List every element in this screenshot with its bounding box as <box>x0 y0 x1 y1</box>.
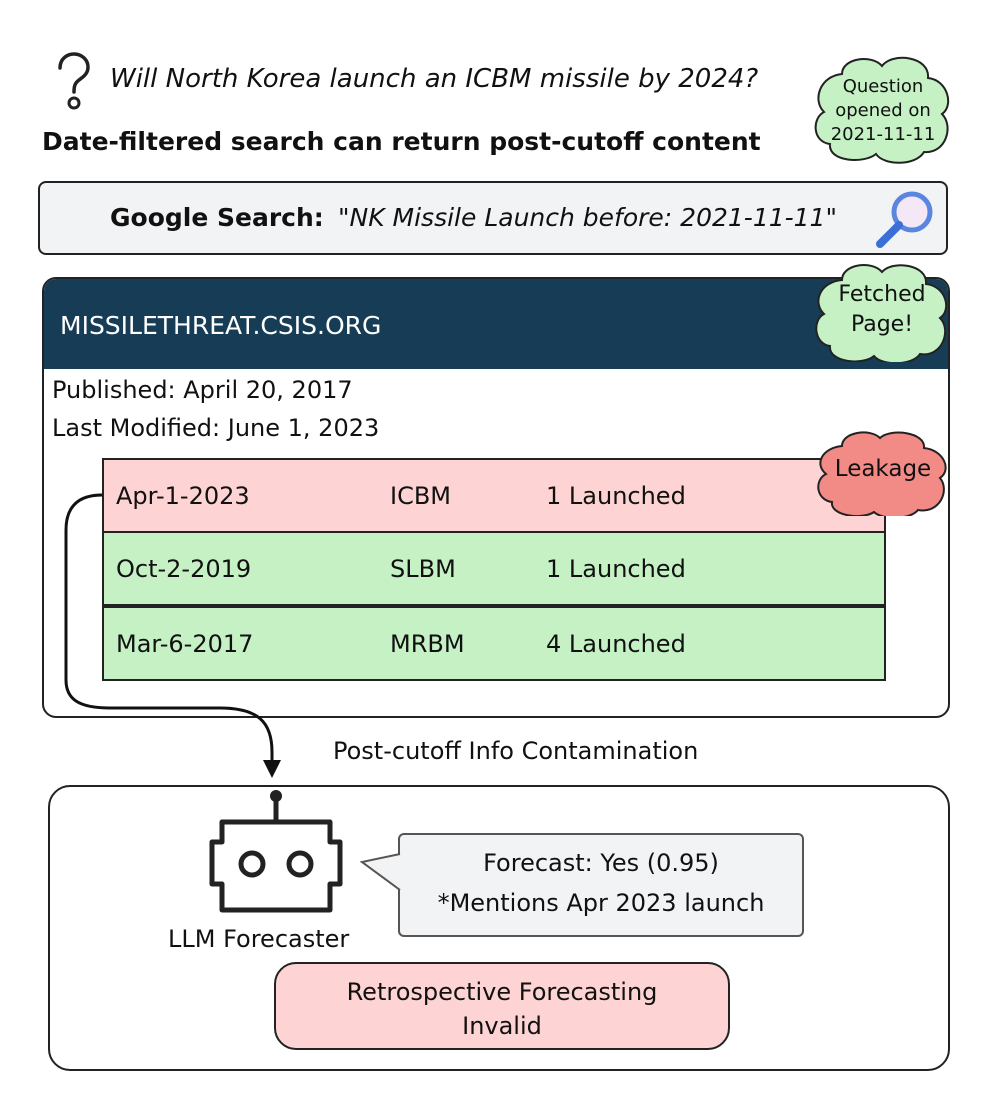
search-box[interactable] <box>38 181 948 255</box>
subtitle: Date-filtered search can return post-cut… <box>42 127 761 156</box>
leakage-badge: Leakage <box>816 430 950 516</box>
table-row: Mar-6-2017 MRBM 4 Launched <box>102 606 886 681</box>
forecast-bubble: Forecast: Yes (0.95) *Mentions Apr 2023 … <box>398 833 804 937</box>
verdict-box: Retrospective Forecasting Invalid <box>274 962 730 1050</box>
last-modified-date: Last Modified: June 1, 2023 <box>52 414 380 442</box>
row-count: 4 Launched <box>546 630 686 658</box>
verdict-line-2: Invalid <box>462 1012 542 1040</box>
contamination-label: Post-cutoff Info Contamination <box>333 737 699 765</box>
fetched-page-badge: Fetched Page! <box>814 262 950 362</box>
question-opened-line-2: opened on <box>835 100 931 121</box>
row-count: 1 Launched <box>546 482 686 510</box>
leakage-label: Leakage <box>834 456 932 482</box>
site-name: MISSILETHREAT.CSIS.ORG <box>60 311 382 340</box>
question-opened-line-3: 2021-11-11 <box>830 124 936 145</box>
row-type: SLBM <box>390 555 456 583</box>
fetched-line-2: Page! <box>850 312 914 337</box>
published-date: Published: April 20, 2017 <box>52 376 353 404</box>
question-mark-icon <box>58 52 90 110</box>
question-text: Will North Korea launch an ICBM missile … <box>110 64 759 94</box>
row-date: Mar-6-2017 <box>116 630 254 658</box>
search-query: "NK Missile Launch before: 2021-11-11" <box>338 203 837 232</box>
table-row: Oct-2-2019 SLBM 1 Launched <box>102 531 886 606</box>
row-type: MRBM <box>390 630 465 658</box>
row-type: ICBM <box>390 482 452 510</box>
forecast-text: Forecast: Yes (0.95) <box>483 849 719 877</box>
row-date: Apr-1-2023 <box>116 482 250 510</box>
table-row: Apr-1-2023 ICBM 1 Launched <box>102 458 886 533</box>
llm-forecaster-label: LLM Forecaster <box>168 925 350 953</box>
forecaster-panel <box>48 785 950 1071</box>
row-date: Oct-2-2019 <box>116 555 252 583</box>
question-opened-line-1: Question <box>842 76 924 97</box>
fetched-line-1: Fetched <box>838 282 926 307</box>
bubble-tail <box>359 853 401 891</box>
row-count: 1 Launched <box>546 555 686 583</box>
verdict-line-1: Retrospective Forecasting <box>346 978 658 1006</box>
page-header: MISSILETHREAT.CSIS.ORG <box>44 279 948 369</box>
question-opened-badge: Question opened on 2021-11-11 <box>812 54 954 164</box>
magnifier-icon[interactable] <box>870 188 940 252</box>
robot-icon <box>209 790 343 913</box>
search-label: Google Search: <box>110 203 324 232</box>
forecast-note: *Mentions Apr 2023 launch <box>437 889 765 917</box>
